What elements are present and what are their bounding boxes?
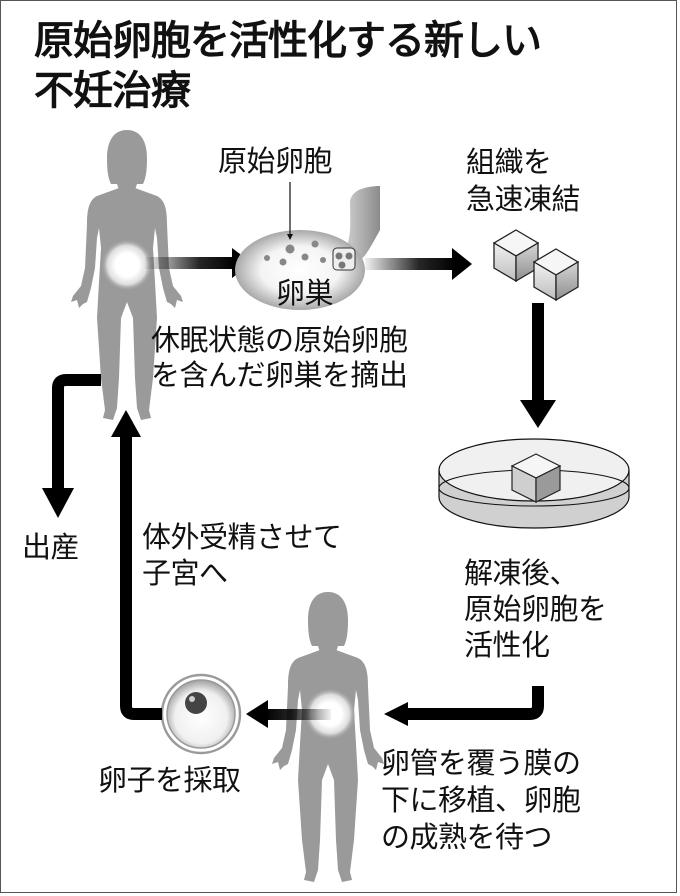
- label-ovary-removal-line-2: を含んだ卵巣を摘出: [151, 358, 408, 392]
- title-line-2: 不妊治療: [34, 68, 191, 114]
- label-transplant-line-1: 卵管を覆う膜の: [381, 746, 581, 780]
- label-ivf-line-2: 子宮へ: [142, 556, 228, 590]
- label-ovary: 卵巣: [276, 276, 334, 310]
- arrow-to-egg: [246, 700, 331, 728]
- label-freeze-line-2: 急速凍結: [466, 182, 581, 216]
- frozen-tissue-cubes-icon: [492, 229, 580, 302]
- arrow-to-birth: [42, 374, 101, 518]
- label-ivf-line-1: 体外受精させて: [142, 520, 342, 554]
- follicle-pointer-tip: [287, 234, 293, 240]
- label-freeze-line-1: 組織を: [466, 145, 552, 179]
- egg-cell-icon: [160, 673, 242, 755]
- diagram-title: 原始卵胞を活性化する新しい 不妊治療: [34, 16, 542, 116]
- arrow-to-petri-dish: [520, 303, 556, 428]
- label-activate-line-3: 活性化: [464, 628, 550, 662]
- label-activate-line-2: 原始卵胞を: [464, 592, 607, 626]
- arrow-to-freeze: [365, 248, 472, 280]
- label-transplant-line-2: 下に移植、卵胞: [381, 783, 581, 817]
- label-primordial-follicle: 原始卵胞: [218, 144, 333, 178]
- label-activate-line-1: 解凍後、: [464, 556, 579, 590]
- ovary-icon: [235, 186, 380, 310]
- label-egg-collection: 卵子を採取: [98, 763, 241, 797]
- arrow-to-transplant: [384, 686, 544, 726]
- ovary-glow-top: [101, 239, 153, 291]
- petri-dish-icon: [438, 438, 630, 529]
- label-transplant-line-3: の成熟を待つ: [381, 820, 553, 854]
- label-ovary-removal-line-1: 休眠状態の原始卵胞: [151, 323, 408, 357]
- label-birth: 出産: [22, 530, 80, 564]
- arrow-ivf-to-uterus: [111, 410, 162, 720]
- title-line-1: 原始卵胞を活性化する新しい: [34, 18, 542, 64]
